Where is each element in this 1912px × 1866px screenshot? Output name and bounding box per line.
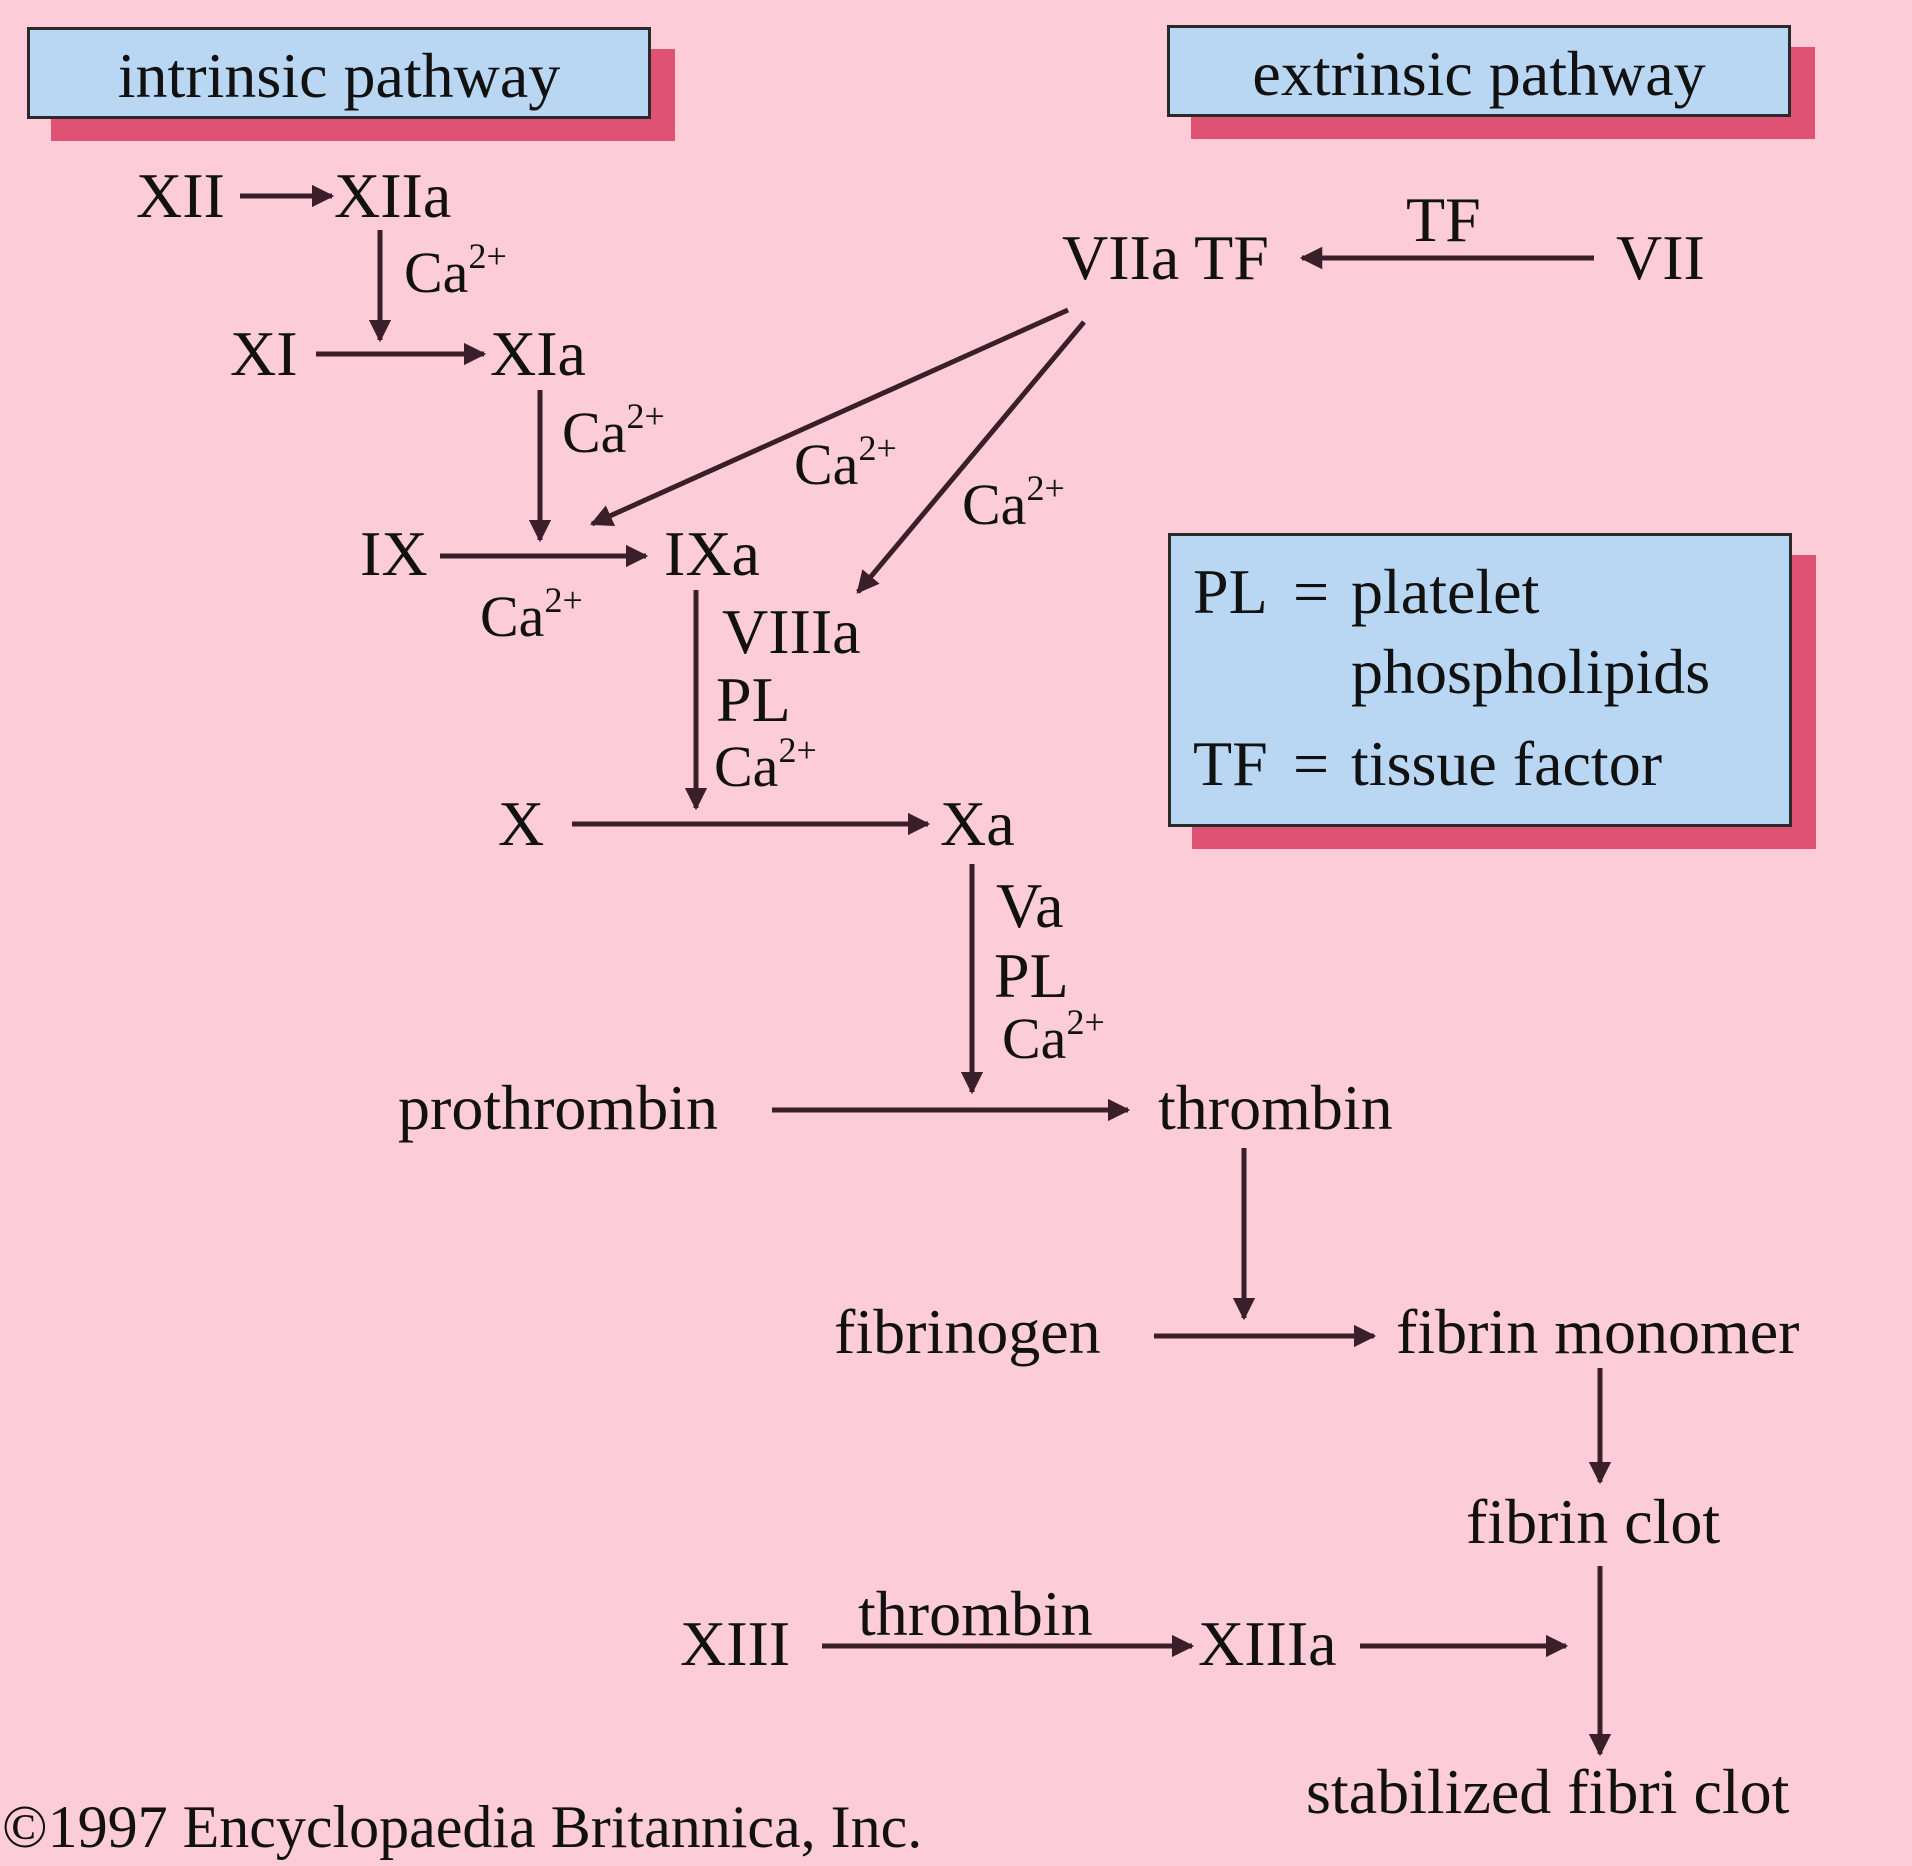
extrinsic-pathway-header: extrinsic pathway bbox=[1167, 25, 1791, 117]
factor-va: Va bbox=[996, 870, 1064, 941]
copyright-notice: ©1997 Encyclopaedia Britannica, Inc. bbox=[2, 1794, 923, 1860]
factor-xa: Xa bbox=[940, 788, 1015, 859]
legend-pl-abbr: PL bbox=[1193, 556, 1268, 627]
factor-xia: XIa bbox=[490, 318, 586, 389]
legend-pl-def-line1: platelet bbox=[1351, 556, 1540, 627]
calcium-label: Ca2+ bbox=[1002, 1002, 1105, 1071]
factor-xii: XII bbox=[136, 160, 225, 231]
abbreviation-legend: PL = platelet phospholipids TF = tissue … bbox=[1168, 533, 1792, 827]
factor-viiia: VIIIa bbox=[722, 596, 861, 667]
factor-xi: XI bbox=[230, 318, 298, 389]
factor-xiia: XIIa bbox=[334, 160, 452, 231]
factor-ixa: IXa bbox=[664, 518, 760, 589]
calcium-label: Ca2+ bbox=[794, 428, 897, 497]
legend-tf-def: tissue factor bbox=[1351, 728, 1662, 799]
factor-xiii: XIII bbox=[680, 1608, 791, 1679]
legend-tf-abbr: TF bbox=[1193, 728, 1268, 799]
factor-viia-tf: VIIa TF bbox=[1062, 222, 1269, 293]
calcium-label: Ca2+ bbox=[404, 236, 507, 305]
pl-cofactor-label: PL bbox=[716, 664, 791, 735]
arrow-viia-to-ix bbox=[589, 307, 1070, 527]
factor-ix: IX bbox=[360, 518, 428, 589]
fibrinogen-label: fibrinogen bbox=[834, 1296, 1101, 1367]
legend-equals: = bbox=[1293, 728, 1330, 799]
intrinsic-pathway-header: intrinsic pathway bbox=[27, 27, 651, 119]
tf-cofactor-label: TF bbox=[1406, 184, 1481, 255]
stabilized-clot-label: stabilized fibri clot bbox=[1306, 1756, 1790, 1827]
factor-x: X bbox=[498, 788, 545, 859]
prothrombin-label: prothrombin bbox=[398, 1072, 718, 1143]
legend-pl-def-line2: phospholipids bbox=[1351, 636, 1711, 707]
pl-cofactor-label: PL bbox=[994, 940, 1069, 1011]
calcium-label: Ca2+ bbox=[480, 580, 583, 649]
legend-equals: = bbox=[1293, 556, 1330, 627]
factor-xiiia: XIIIa bbox=[1198, 1608, 1337, 1679]
fibrin-monomer-label: fibrin monomer bbox=[1396, 1296, 1800, 1367]
calcium-label: Ca2+ bbox=[562, 396, 665, 465]
fibrin-clot-label: fibrin clot bbox=[1466, 1486, 1721, 1557]
calcium-label: Ca2+ bbox=[962, 468, 1065, 537]
thrombin-cofactor-label: thrombin bbox=[858, 1578, 1093, 1649]
thrombin-label: thrombin bbox=[1158, 1072, 1393, 1143]
factor-vii: VII bbox=[1616, 222, 1705, 293]
arrow-viia-to-viiia bbox=[856, 320, 1086, 594]
calcium-label: Ca2+ bbox=[714, 730, 817, 799]
